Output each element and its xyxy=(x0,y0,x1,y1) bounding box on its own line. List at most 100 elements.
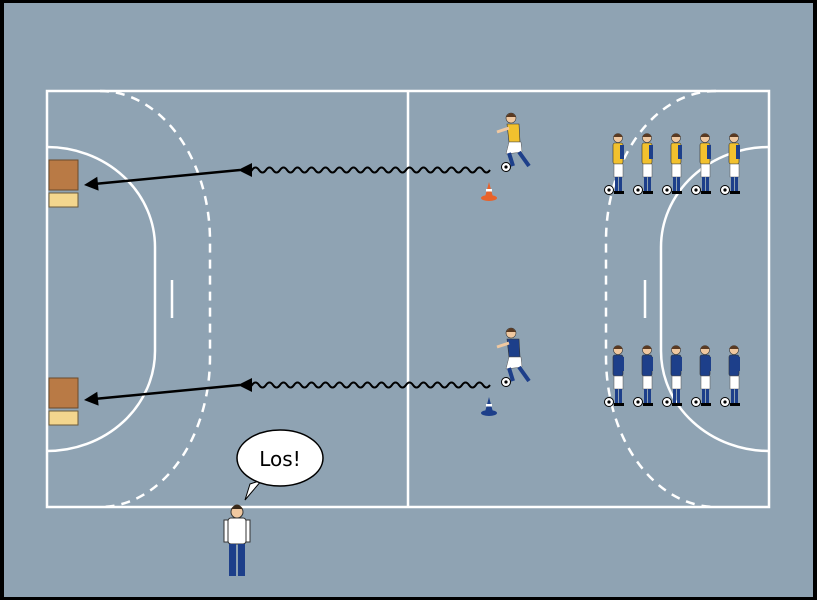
ball-patch xyxy=(607,188,611,192)
player-shorts xyxy=(729,163,740,178)
left-free-throw-line xyxy=(99,89,212,509)
court-lines xyxy=(45,89,771,509)
player-leg xyxy=(673,177,676,191)
player-shoe xyxy=(672,403,682,406)
ball-patch xyxy=(665,188,669,192)
player-shorts xyxy=(613,375,624,390)
player-leg xyxy=(677,389,680,403)
coach-hair xyxy=(231,504,243,509)
player-leg xyxy=(507,367,515,382)
ball-patch xyxy=(636,188,640,192)
player-leg xyxy=(619,177,622,191)
player-hair xyxy=(700,345,710,349)
player-leg xyxy=(702,389,705,403)
player-shoe xyxy=(643,191,653,194)
player-arm xyxy=(496,126,510,134)
player-leg xyxy=(507,152,515,167)
player-shorts xyxy=(700,163,711,178)
player-arm xyxy=(678,145,682,159)
box-top-base xyxy=(48,192,79,208)
player-leg xyxy=(648,177,651,191)
player-leg xyxy=(644,177,647,191)
movement-paths xyxy=(84,163,491,406)
player-shoe xyxy=(643,403,653,406)
player-hair xyxy=(671,133,681,137)
player-shoe xyxy=(730,403,740,406)
player-shorts xyxy=(505,141,523,155)
coach-leg-right xyxy=(238,544,245,576)
player-leg xyxy=(615,177,618,191)
player-leg xyxy=(735,389,738,403)
waiting-player xyxy=(633,133,653,195)
player-leg xyxy=(517,365,531,383)
player-leg xyxy=(731,389,734,403)
player-leg xyxy=(517,150,531,168)
player-shirt xyxy=(506,338,521,358)
player-shorts xyxy=(642,375,653,390)
coach-shirt xyxy=(227,517,247,545)
box-top xyxy=(48,159,79,208)
player-hair xyxy=(642,133,652,137)
player-shoe xyxy=(730,191,740,194)
player-hair xyxy=(642,345,652,349)
cone-stripe xyxy=(486,189,492,192)
player-shirt xyxy=(506,123,521,143)
waiting-player xyxy=(720,133,740,195)
waiting-player xyxy=(633,345,653,407)
player-leg xyxy=(615,389,618,403)
speech-text: Los! xyxy=(259,447,300,471)
coach-arm-left xyxy=(223,519,229,543)
player-shorts xyxy=(671,375,682,390)
player-arm xyxy=(707,357,711,371)
player-leg xyxy=(644,389,647,403)
right-free-throw-line xyxy=(604,89,717,509)
players xyxy=(481,112,740,416)
player-arm xyxy=(736,145,740,159)
player-arm xyxy=(736,357,740,371)
ball-patch xyxy=(607,400,611,404)
box-top-lid xyxy=(48,159,79,191)
player-arm xyxy=(649,357,653,371)
waiting-player xyxy=(691,133,711,195)
arrowhead-icon xyxy=(238,163,252,177)
dribble-path xyxy=(244,381,491,389)
ball-patch xyxy=(504,380,508,384)
player-arm xyxy=(620,145,624,159)
player-leg xyxy=(731,177,734,191)
player-hair xyxy=(671,345,681,349)
coach: Los! xyxy=(223,429,324,576)
ball-patch xyxy=(723,188,727,192)
box-bottom xyxy=(48,377,79,426)
player-arm xyxy=(620,357,624,371)
player-hair xyxy=(613,345,623,349)
waiting-player xyxy=(662,345,682,407)
left-goal-area-line xyxy=(46,145,157,453)
player-hair xyxy=(506,113,516,117)
player-hair xyxy=(700,133,710,137)
player-hair xyxy=(613,133,623,137)
player-shorts xyxy=(505,356,523,370)
player-leg xyxy=(702,177,705,191)
player-arm xyxy=(649,145,653,159)
player-leg xyxy=(648,389,651,403)
player-leg xyxy=(735,177,738,191)
right-goal-area-line xyxy=(659,145,770,453)
ball-patch xyxy=(694,400,698,404)
ball-patch xyxy=(504,165,508,169)
player-shorts xyxy=(729,375,740,390)
player-leg xyxy=(706,389,709,403)
player-leg xyxy=(619,389,622,403)
cone-stripe xyxy=(486,404,492,407)
player-shorts xyxy=(613,163,624,178)
box-bottom-lid xyxy=(48,377,79,409)
cone-icon xyxy=(481,182,497,201)
cone-icon xyxy=(481,397,497,416)
player-leg xyxy=(673,389,676,403)
cone-base xyxy=(481,195,497,201)
player-hair xyxy=(729,133,739,137)
player-leg xyxy=(706,177,709,191)
player-leg xyxy=(677,177,680,191)
player-hair xyxy=(729,345,739,349)
